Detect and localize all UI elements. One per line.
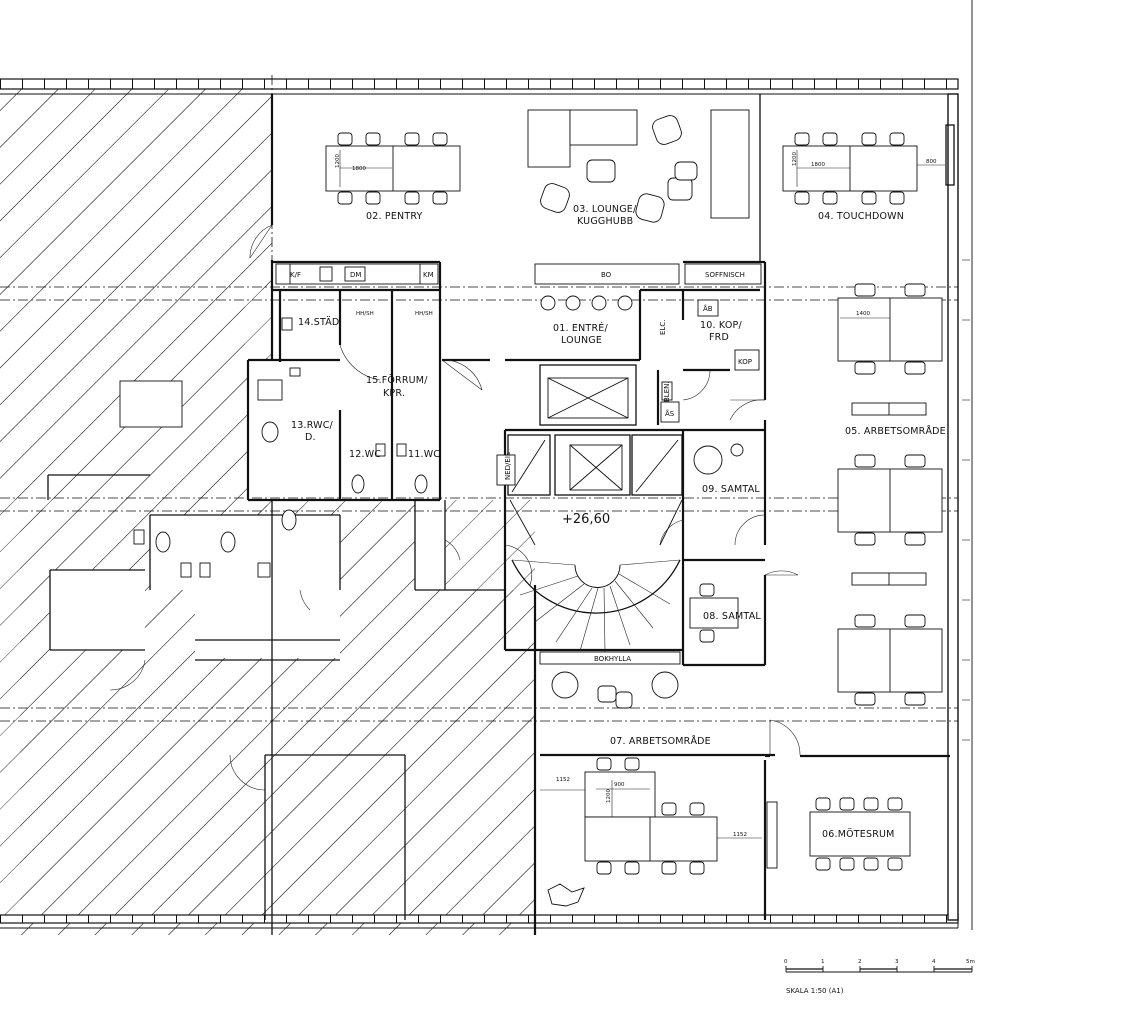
scale-tick-5m: 5m bbox=[966, 959, 975, 965]
room-label-forrum-2: KPR. bbox=[383, 388, 405, 399]
label-km: KM bbox=[423, 271, 434, 279]
hatched-neighbour-areas bbox=[0, 80, 535, 935]
elevator-core bbox=[507, 364, 683, 496]
room-label-forrum: 15.FÖRRUM/ bbox=[366, 375, 428, 386]
room-label-touchdown: 04. TOUCHDOWN bbox=[818, 211, 904, 222]
room-label-kop: 10. KOP/ bbox=[700, 320, 742, 331]
spiral-stair bbox=[509, 499, 683, 653]
label-kf: K/F bbox=[290, 271, 301, 279]
pentry-table bbox=[325, 132, 461, 205]
label-soffnisch: SOFFNISCH bbox=[705, 271, 745, 279]
room-label-stad: 14.STÄD bbox=[298, 317, 339, 328]
scale-tick-4: 4 bbox=[932, 959, 936, 965]
doors bbox=[109, 224, 801, 791]
bokhylla-lounge bbox=[539, 651, 681, 709]
scale-tick-3: 3 bbox=[895, 959, 899, 965]
scale-tick-1: 1 bbox=[821, 959, 825, 965]
label-kop: KOP bbox=[738, 358, 752, 366]
label-blen: BLEN. bbox=[663, 381, 671, 402]
room-label-rwc-2: D. bbox=[305, 432, 316, 443]
room-label-samtal-09: 09. SAMTAL bbox=[702, 484, 760, 495]
label-as: ÅS bbox=[665, 409, 675, 418]
dim-1200-a: 1200 bbox=[335, 154, 341, 168]
label-dm: DM bbox=[350, 271, 361, 279]
label-bo: BO bbox=[601, 271, 612, 279]
room-label-entre: 01. ENTRÉ/ bbox=[553, 322, 608, 334]
label-ab: ÅB bbox=[703, 304, 713, 313]
dim-1200-c: 1200 bbox=[606, 789, 612, 803]
room-label-kop-2: FRD bbox=[709, 332, 729, 343]
room-label-lounge-2: KUGGHUBB bbox=[577, 216, 633, 227]
dim-900: 900 bbox=[614, 782, 625, 788]
room-label-entre-2: LOUNGE bbox=[561, 335, 602, 346]
dim-1800-b: 1800 bbox=[811, 162, 825, 168]
kitchen-counter bbox=[275, 263, 439, 285]
room-label-arbetsomrade-05: 05. ARBETSOMRÅDE bbox=[845, 425, 946, 437]
dim-800: 800 bbox=[926, 159, 937, 165]
room-label-lounge: 03. LOUNGE/ bbox=[573, 204, 637, 215]
annotations: BO SOFFNISCH K/F DM KM ELC. ÅB ÅS KOP BL… bbox=[290, 271, 752, 663]
scale-caption: SKALA 1:50 (A1) bbox=[786, 987, 844, 995]
room-labels: 01. ENTRÉ/ LOUNGE 02. PENTRY 03. LOUNGE/… bbox=[291, 204, 946, 840]
label-elc: ELC. bbox=[659, 320, 667, 335]
motesrum-table bbox=[766, 797, 911, 871]
label-nedeis: NED/EIS bbox=[504, 451, 512, 480]
dim-1200-b: 1200 bbox=[792, 152, 798, 166]
label-hhsh-2: HH/SH bbox=[415, 311, 433, 317]
label-hhsh-1: HH/SH bbox=[356, 311, 374, 317]
room-label-wc-12: 12.WC bbox=[349, 449, 381, 460]
lounge-furniture bbox=[527, 109, 750, 223]
sanitary-fixtures bbox=[119, 317, 428, 578]
arbetsomrade-05-desks bbox=[837, 283, 943, 706]
label-bokhylla: BOKHYLLA bbox=[594, 655, 631, 663]
arbetsomrade-07-tables bbox=[547, 757, 718, 907]
touchdown-table bbox=[782, 132, 918, 205]
dimension-texts: 1200 1800 1200 1800 800 1400 1152 1200 9… bbox=[335, 152, 937, 838]
dim-1400: 1400 bbox=[856, 311, 870, 317]
room-label-wc-11: 11.WC bbox=[408, 449, 440, 460]
scale-bar: 0 1 2 3 4 5m SKALA 1:50 (A1) bbox=[784, 959, 975, 995]
walls bbox=[47, 94, 950, 935]
room-label-rwc: 13.RWC/ bbox=[291, 420, 334, 431]
dim-1800-a: 1800 bbox=[352, 166, 366, 172]
dimension-lines bbox=[339, 150, 945, 839]
dim-1152-a: 1152 bbox=[556, 777, 570, 783]
room-label-motesrum: 06.MÖTESRUM bbox=[822, 829, 895, 840]
room-label-arbetsomrade-07: 07. ARBETSOMRÅDE bbox=[610, 735, 711, 747]
north-facade bbox=[0, 78, 959, 95]
entre-counter bbox=[534, 263, 762, 311]
room-label-pentry: 02. PENTRY bbox=[366, 211, 423, 222]
room-label-samtal-08: 08. SAMTAL bbox=[703, 611, 761, 622]
samtal-furniture bbox=[689, 443, 744, 643]
level-mark: +26,60 bbox=[562, 512, 610, 527]
dim-1152-b: 1152 bbox=[733, 832, 747, 838]
service-boxes bbox=[496, 299, 760, 486]
scale-tick-2: 2 bbox=[858, 959, 862, 965]
scale-tick-0: 0 bbox=[784, 959, 788, 965]
